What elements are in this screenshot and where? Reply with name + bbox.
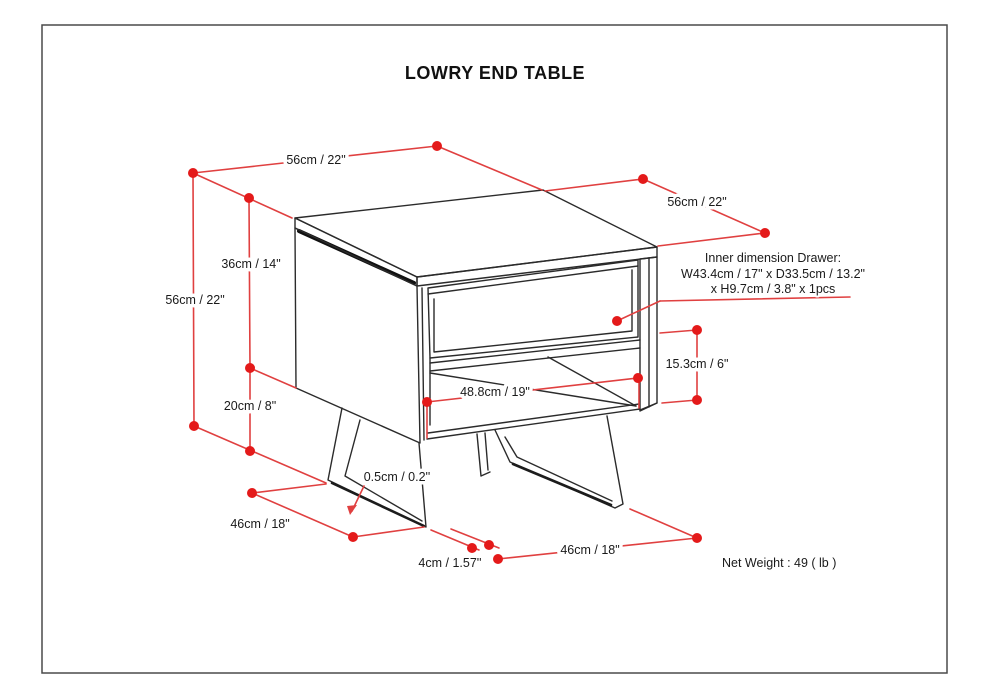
right-leg-bar-shade — [511, 462, 613, 507]
dim-total-height-label: 56cm / 22" — [165, 293, 224, 307]
carcass-bottom-front-edge-2 — [427, 403, 640, 434]
front-left-leg-inner — [344, 419, 423, 522]
drawer-inner-dimension-note: Inner dimension Drawer: W43.4cm / 17" x … — [679, 249, 867, 298]
dim-base-depth-label: 46cm / 18" — [230, 517, 289, 531]
dimension-dots — [188, 141, 770, 564]
thickness-arrowhead — [347, 505, 357, 515]
front-left-leg-bar-shade — [330, 481, 426, 528]
right-leg-inner — [504, 436, 613, 502]
dim-cabinet-height-label: 36cm / 14" — [221, 257, 280, 271]
divider-top-edge — [429, 339, 641, 364]
drawer-note-line3: x H9.7cm / 3.8" x 1pcs — [711, 282, 836, 296]
back-left-leg-inner — [484, 432, 489, 471]
dim-metal-thickness-label: 0.5cm / 0.2'' — [364, 470, 431, 484]
dim-leg-bar-width-label: 4cm / 1.57'' — [418, 556, 481, 570]
drawer-note-line2: W43.4cm / 17" x D33.5cm / 13.2" — [681, 267, 865, 281]
dim-base-width-label: 46cm / 18" — [560, 543, 619, 557]
drawer-top-gap-line — [427, 265, 639, 295]
dimension-lines — [192, 145, 851, 560]
dim-shelf-width-label: 48.8cm / 19" — [460, 385, 530, 399]
front-left-corner-post — [421, 287, 425, 441]
divider-bottom-edge — [429, 347, 641, 372]
page-title: LOWRY END TABLE — [405, 63, 585, 83]
dim-shelf-opening-height-label: 15.3cm / 6" — [666, 357, 729, 371]
back-left-leg — [476, 433, 491, 477]
left-side-panel — [294, 227, 421, 444]
dim-top-width-label: 56cm / 22" — [286, 153, 345, 167]
drawer-note-line1: Inner dimension Drawer: — [705, 251, 841, 265]
diagram-border — [41, 24, 948, 674]
dim-leg-height-label: 20cm / 8" — [224, 399, 276, 413]
end-table-drawing — [294, 189, 658, 528]
carcass-bottom-front-edge — [426, 408, 641, 440]
net-weight-label: Net Weight : 49 ( lb ) — [722, 556, 836, 570]
carcass-bottom-right-edge — [639, 402, 658, 411]
right-leg — [494, 415, 624, 509]
dim-top-depth-label: 56cm / 22" — [667, 195, 726, 209]
drawer-front — [427, 259, 639, 359]
drawer-inner-border — [433, 269, 633, 353]
shelf-interior-back-line — [547, 356, 637, 407]
